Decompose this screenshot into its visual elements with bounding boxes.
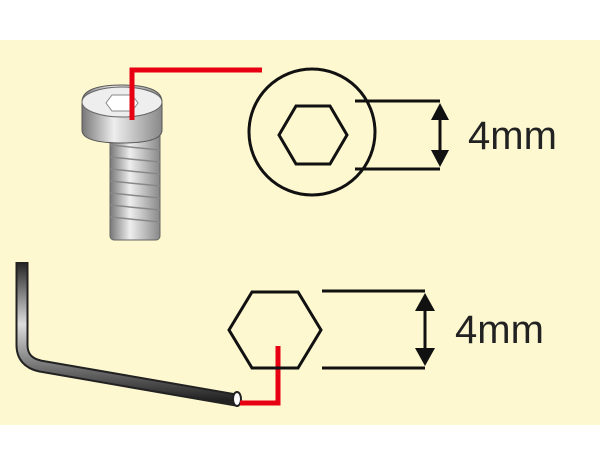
screw-head-circle	[247, 67, 377, 197]
arrow-down-icon	[415, 348, 435, 366]
key-size-label: 4mm	[455, 308, 544, 352]
screw-size-label: 4mm	[468, 114, 557, 158]
arrow-up-icon	[431, 103, 449, 120]
cap-screw-illustration	[81, 84, 163, 241]
key-leader-line	[240, 346, 281, 406]
key-hexagon	[227, 290, 323, 370]
socket-hexagon	[277, 104, 349, 166]
screw-leader-line	[129, 67, 262, 120]
allen-key-tip	[232, 391, 242, 407]
arrow-up-icon	[415, 293, 435, 311]
allen-key-illustration	[17, 262, 237, 405]
key-dimension	[322, 289, 427, 370]
arrow-down-icon	[431, 150, 449, 167]
screw-dimension	[355, 99, 442, 171]
